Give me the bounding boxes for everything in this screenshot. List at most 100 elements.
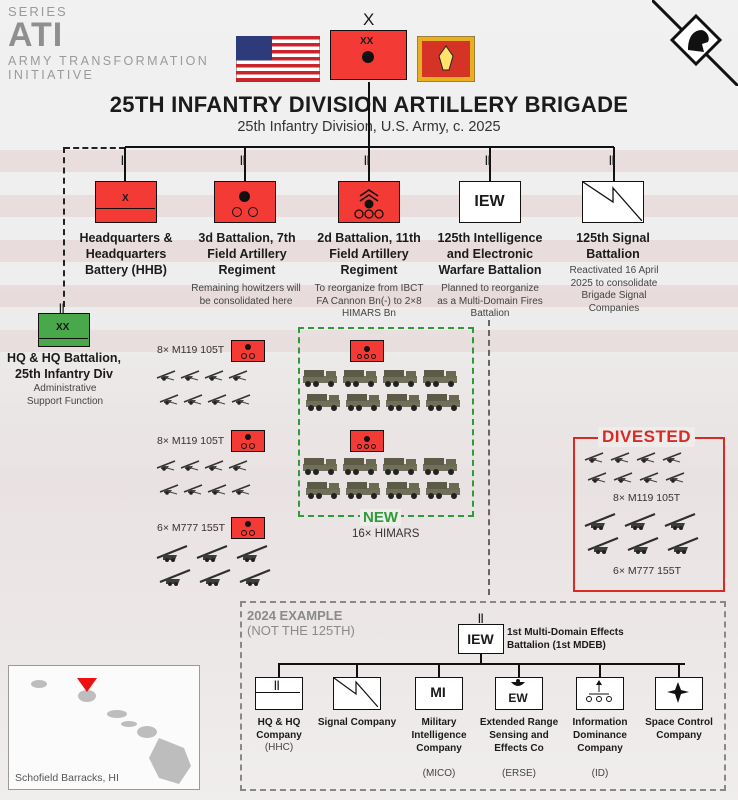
hqdiv-symbol: XX xyxy=(38,313,90,347)
m119-howitzer-icon xyxy=(182,482,204,500)
m119-howitzer-icon xyxy=(155,458,177,476)
m777-howitzer-icon xyxy=(583,512,617,535)
brigade-size-x: X xyxy=(363,10,375,29)
company-symbol xyxy=(655,677,703,710)
bn3-note: Remaining howitzers will be consolidated… xyxy=(191,283,301,307)
m119-howitzer-icon xyxy=(227,458,249,476)
m777-howitzer-icon xyxy=(235,544,269,567)
m119-howitzer-icon xyxy=(206,482,228,500)
himars-launcher-icon xyxy=(342,456,378,481)
himars-launcher-icon xyxy=(305,480,341,505)
himars-group-1 xyxy=(302,368,472,414)
ati-subtitle: ARMY TRANSFORMATION INITIATIVE xyxy=(8,54,210,82)
brigade-flag-symbol: XX xyxy=(330,30,407,80)
himars-launcher-icon xyxy=(425,392,461,417)
himars-launcher-icon xyxy=(302,456,338,481)
battery2-symbol xyxy=(231,430,265,452)
divested-title: DIVESTED xyxy=(598,427,696,447)
company-name: Military Intelligence Company xyxy=(411,717,467,754)
hqdiv-label: HQ & HQ Battalion, 25th Infantry Div xyxy=(7,351,121,381)
divested-m777-group xyxy=(583,512,718,564)
m119-howitzer-icon xyxy=(230,392,252,410)
artillery-dot-icon xyxy=(362,51,374,63)
battery3-symbol xyxy=(231,517,265,539)
hawaii-map: Schofield Barracks, HI xyxy=(8,665,200,790)
himars-launcher-icon xyxy=(382,368,418,393)
m119-howitzer-icon xyxy=(661,450,683,468)
m119-group-2 xyxy=(155,458,285,504)
himars-launcher-icon xyxy=(382,456,418,481)
us-flag-icon xyxy=(236,36,320,82)
m119-howitzer-icon xyxy=(612,470,634,488)
ew-symbol-text: EW xyxy=(508,691,528,705)
himars-launcher-icon xyxy=(345,480,381,505)
m119-howitzer-icon xyxy=(206,392,228,410)
company-name: Information Dominance Company xyxy=(572,717,628,754)
company-name: Space Control Company xyxy=(645,717,713,741)
m119-howitzer-icon xyxy=(179,368,201,386)
m777-howitzer-icon xyxy=(586,536,620,559)
m777-howitzer-icon xyxy=(198,568,232,591)
m777-group xyxy=(155,544,285,594)
company-abbr: (HHC) xyxy=(264,742,294,753)
corner-logo-icon xyxy=(652,0,738,86)
m777-howitzer-icon xyxy=(666,536,700,559)
company-name: Extended Range Sensing and Effects Co xyxy=(479,717,559,754)
m119-howitzer-icon xyxy=(227,368,249,386)
signal-note: Reactivated 16 April 2025 to consolidate… xyxy=(569,265,659,314)
company-symbol: || xyxy=(255,677,303,710)
m777-howitzer-icon xyxy=(623,512,657,535)
ati-logo-text: ATI xyxy=(8,16,64,54)
m119-howitzer-icon xyxy=(158,482,180,500)
m119-howitzer-icon xyxy=(230,482,252,500)
battery3-label: 6× M777 155T xyxy=(157,522,226,534)
m119-howitzer-icon xyxy=(664,470,686,488)
himars-group-2 xyxy=(302,456,472,502)
company-name: Signal Company xyxy=(317,717,397,728)
himars-launcher-icon xyxy=(302,368,338,393)
signal-symbol xyxy=(582,181,644,223)
m777-howitzer-icon xyxy=(195,544,229,567)
company-name: HQ & HQ Company xyxy=(256,717,302,741)
m119-howitzer-icon xyxy=(203,368,225,386)
m119-howitzer-icon xyxy=(182,392,204,410)
himars-battery1-symbol xyxy=(350,340,384,362)
m119-howitzer-icon xyxy=(586,470,608,488)
iew-note: Planned to reorganize as a Multi-Domain … xyxy=(437,283,543,319)
himars-launcher-icon xyxy=(345,392,381,417)
m119-howitzer-icon xyxy=(583,450,605,468)
hhb-label: Headquarters & Headquarters Battery (HHB… xyxy=(79,231,173,277)
bn2-note: To reorganize from IBCT FA Cannon Bn(-) … xyxy=(314,283,424,319)
map-label: Schofield Barracks, HI xyxy=(15,772,119,784)
company-symbol: MI xyxy=(415,677,463,710)
battery1-label: 8× M119 105T xyxy=(157,344,225,356)
signal-label: 125th Signal Battalion xyxy=(576,231,650,261)
division-flag-icon xyxy=(417,36,475,82)
m119-howitzer-icon xyxy=(638,470,660,488)
series-label: SERIES xyxy=(8,4,68,19)
m119-howitzer-icon xyxy=(155,368,177,386)
mi-symbol-text: MI xyxy=(430,684,446,700)
iew-symbol-text: IEW xyxy=(474,193,505,210)
m119-group-1 xyxy=(155,368,285,414)
company-symbol xyxy=(576,677,624,710)
iew-symbol: IEW xyxy=(459,181,521,223)
bn2-symbol xyxy=(338,181,400,223)
example-title: 2024 EXAMPLE(NOT THE 125TH) xyxy=(247,608,355,638)
company-abbr: (MICO) xyxy=(422,768,456,779)
divested-m119-label: 8× M119 105T xyxy=(613,492,681,504)
himars-launcher-icon xyxy=(385,480,421,505)
himars-launcher-icon xyxy=(425,480,461,505)
bn3-symbol xyxy=(214,181,276,223)
mdeb-symbol: IEW xyxy=(458,624,504,654)
hhb-symbol: X xyxy=(95,181,157,223)
m777-howitzer-icon xyxy=(663,512,697,535)
m777-howitzer-icon xyxy=(155,544,189,567)
m119-howitzer-icon xyxy=(203,458,225,476)
hhb-size: X xyxy=(122,193,129,204)
new-label: NEW xyxy=(360,509,401,526)
echelon-xx: XX xyxy=(360,36,374,47)
divested-m777-label: 6× M777 155T xyxy=(613,565,682,577)
m777-howitzer-icon xyxy=(158,568,192,591)
new-sub-label: 16× HIMARS xyxy=(352,528,420,540)
